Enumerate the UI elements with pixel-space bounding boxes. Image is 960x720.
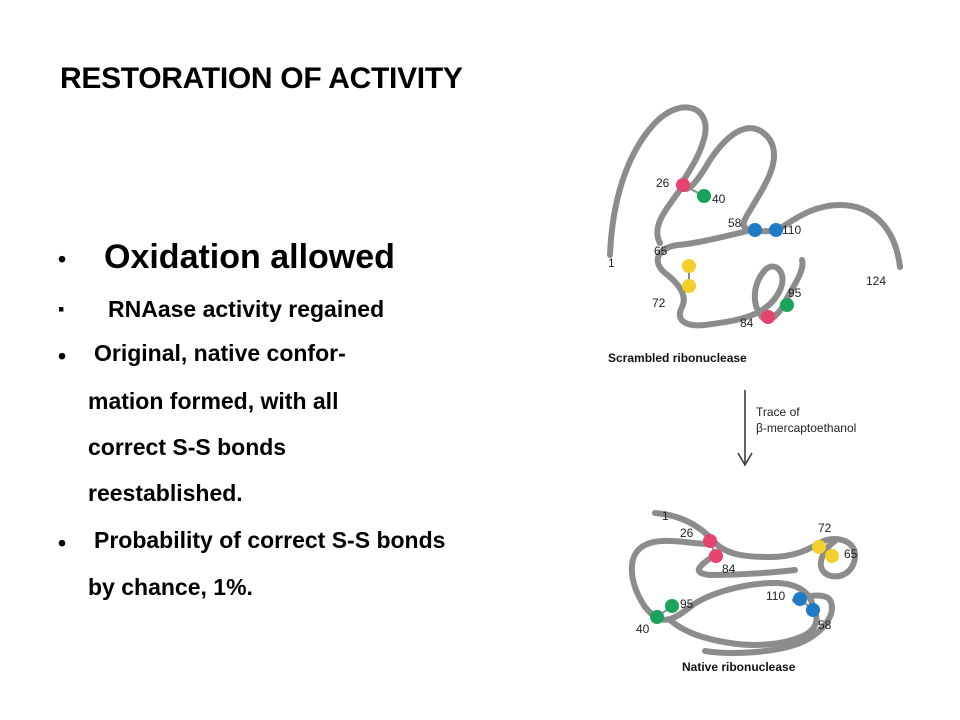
- bullet-native-line-1: Original, native confor-: [94, 340, 346, 366]
- residue-58: [748, 223, 762, 237]
- bullet-native-line-3: correct S-S bonds: [88, 434, 287, 460]
- residue-95: [665, 599, 679, 613]
- label-95: 95: [788, 286, 802, 300]
- ribonuclease-figure: 1 26 40 58 110 65 72 95 84 124 Scrambled…: [607, 104, 903, 674]
- bullet-oxidation: Oxidation allowed: [104, 238, 395, 276]
- bullet-marker: •: [58, 530, 67, 556]
- label-84: 84: [740, 316, 754, 330]
- residue-40: [697, 189, 711, 203]
- scrambled-disulfides: [676, 178, 794, 324]
- reaction-arrow: [737, 390, 753, 467]
- residue-26: [676, 178, 690, 192]
- residue-84: [709, 549, 723, 563]
- bullet-native-line-4: reestablished.: [88, 480, 243, 506]
- residue-65: [682, 259, 696, 273]
- label-26: 26: [656, 176, 670, 190]
- residue-95: [780, 298, 794, 312]
- scrambled-caption: Scrambled ribonuclease: [608, 351, 747, 365]
- label-110: 110: [782, 223, 801, 237]
- bullet-probability-line-1: Probability of correct S-S bonds: [94, 527, 446, 553]
- native-caption: Native ribonuclease: [682, 660, 796, 674]
- bullet-marker: ▪: [58, 299, 65, 319]
- bullet-probability-line-2: by chance, 1%.: [88, 574, 253, 600]
- label-95: 95: [680, 597, 694, 611]
- label-1: 1: [662, 509, 669, 523]
- label-58: 58: [818, 618, 832, 632]
- native-disulfides: [650, 534, 839, 624]
- label-65: 65: [844, 547, 858, 561]
- label-40: 40: [712, 192, 726, 206]
- label-110: 110: [766, 589, 785, 603]
- residue-72: [682, 279, 696, 293]
- arrow-label-line-2: β-mercaptoethanol: [756, 421, 856, 435]
- label-26: 26: [680, 526, 694, 540]
- scrambled-ribonuclease: [607, 104, 903, 329]
- bullet-activity: RNAase activity regained: [108, 296, 385, 322]
- bullet-marker: •: [58, 246, 67, 272]
- label-72: 72: [818, 521, 832, 535]
- residue-72: [812, 540, 826, 554]
- arrow-label-line-1: Trace of: [756, 405, 800, 419]
- label-58: 58: [728, 216, 742, 230]
- residue-110: [793, 592, 807, 606]
- residue-40: [650, 610, 664, 624]
- label-72: 72: [652, 296, 666, 310]
- label-1: 1: [608, 256, 615, 270]
- label-65: 65: [654, 244, 668, 258]
- bullet-marker: •: [58, 343, 67, 369]
- residue-58: [806, 603, 820, 617]
- label-40: 40: [636, 622, 650, 636]
- label-124: 124: [866, 274, 886, 288]
- residue-110: [769, 223, 783, 237]
- label-84: 84: [722, 562, 736, 576]
- bullet-native-line-2: mation formed, with all: [88, 388, 339, 414]
- slide-title: RESTORATION OF ACTIVITY: [60, 62, 463, 95]
- residue-26: [703, 534, 717, 548]
- residue-65: [825, 549, 839, 563]
- scrambled-chain: [607, 104, 903, 329]
- residue-84: [761, 310, 775, 324]
